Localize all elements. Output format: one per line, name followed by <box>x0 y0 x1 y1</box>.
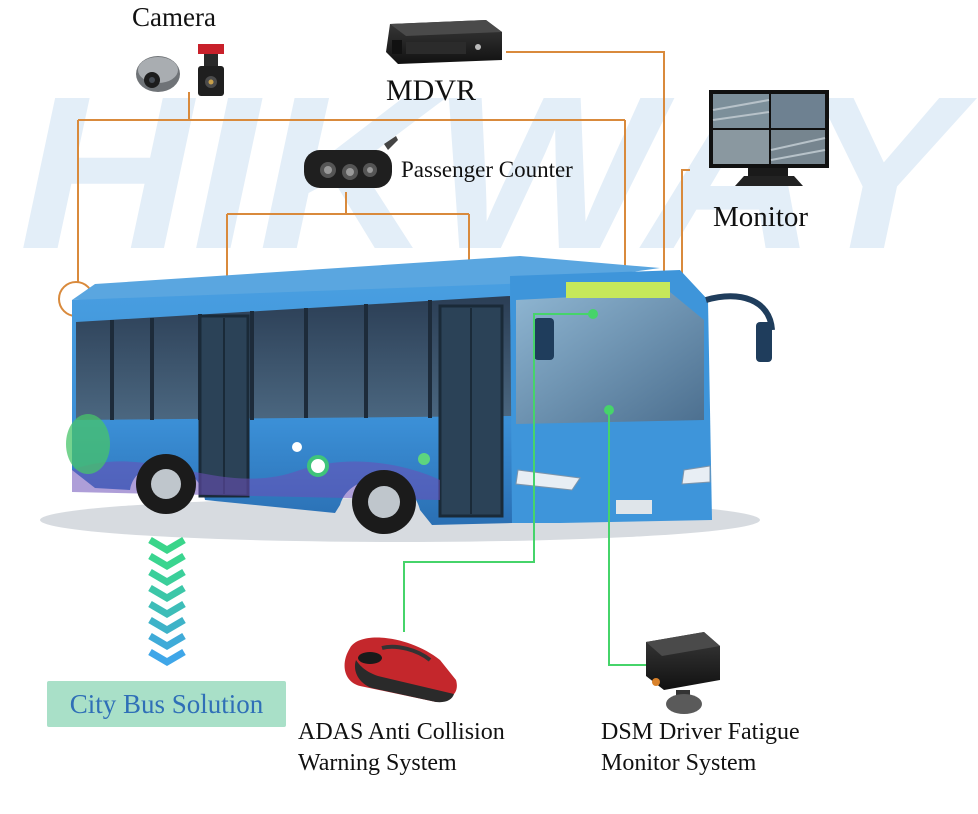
dsm-label-line2: Monitor System <box>601 750 757 776</box>
dome-camera-icon <box>136 56 180 92</box>
right-headlight <box>681 465 711 485</box>
bus-side-windows <box>76 296 512 420</box>
rear-wheel <box>136 454 196 514</box>
city-bus-solution-label: City Bus Solution <box>69 688 264 719</box>
adas-line <box>403 313 592 632</box>
adas-label: ADAS Anti Collision Warning System <box>298 717 505 779</box>
bus-roof <box>72 256 660 300</box>
down-chevron-arrow-icon <box>148 536 186 667</box>
side-dot-small <box>292 442 302 452</box>
green-connector-lines <box>403 313 648 666</box>
dsm-install-marker <box>604 405 614 415</box>
adas-label-line1: ADAS Anti Collision <box>298 719 505 745</box>
left-headlight <box>515 469 581 491</box>
front-wheel <box>352 470 416 534</box>
side-mirror-arm <box>705 293 775 331</box>
dsm-device-icon <box>646 632 720 714</box>
passenger-counter-device-icon <box>304 136 398 188</box>
mini-camera-icon <box>198 44 224 96</box>
route-display <box>566 282 670 298</box>
bus-illustration <box>40 256 775 542</box>
mdvr-label: MDVR <box>386 74 477 107</box>
side-mirror <box>756 322 772 362</box>
bus-windshield <box>516 292 704 424</box>
adas-device-icon <box>344 637 457 703</box>
city-bus-solution-badge: City Bus Solution <box>47 681 286 727</box>
dsm-label: DSM Driver Fatigue Monitor System <box>601 717 800 779</box>
mdvr-device-icon <box>386 20 502 64</box>
license-plate <box>616 500 652 514</box>
monitor-device-icon <box>709 90 829 186</box>
dsm-line <box>608 410 648 666</box>
side-dot-large <box>307 455 329 477</box>
camera-label: Camera <box>132 2 216 32</box>
adas-install-marker <box>588 309 598 319</box>
monitor-label: Monitor <box>713 201 809 233</box>
left-mirror <box>534 318 554 360</box>
passenger-counter-label: Passenger Counter <box>401 157 573 182</box>
side-dot-green <box>418 453 430 465</box>
dsm-label-line1: DSM Driver Fatigue <box>601 719 800 745</box>
rear-sensor-highlight <box>66 414 110 474</box>
adas-label-line2: Warning System <box>298 750 457 776</box>
